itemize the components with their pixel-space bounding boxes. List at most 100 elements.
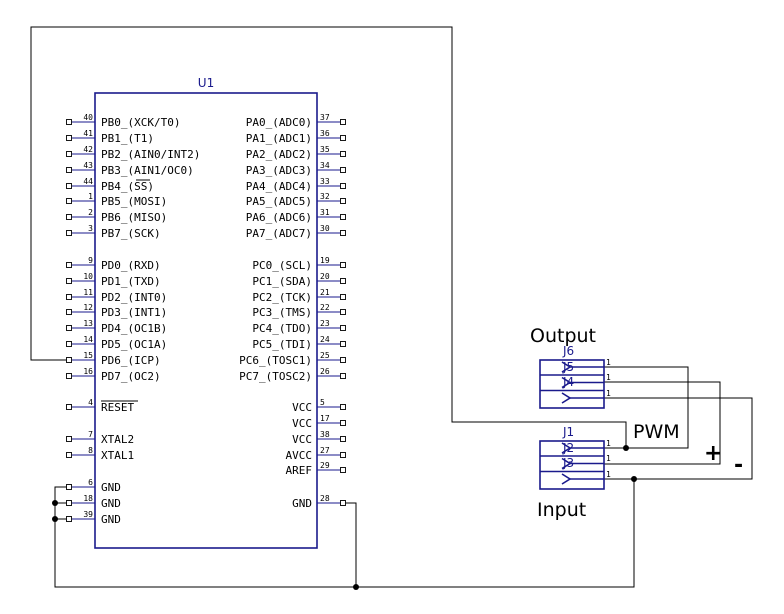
- pin-number: 33: [320, 177, 330, 186]
- junction-dot: [52, 516, 58, 522]
- connector-contact: [540, 389, 604, 404]
- pin-terminal: [66, 167, 72, 173]
- input-connector-body: [539, 440, 605, 490]
- pin-number: 23: [320, 319, 330, 328]
- pin-number: 2: [88, 208, 93, 217]
- pin-terminal: [340, 198, 346, 204]
- pin-name: PB4_(SS): [101, 180, 154, 193]
- pin-terminal: [340, 325, 346, 331]
- pin-number: 27: [320, 446, 330, 455]
- pin-number: 1: [88, 192, 93, 201]
- output-connector-body: [539, 359, 605, 409]
- pin-terminal: [340, 420, 346, 426]
- pin-terminal: [340, 151, 346, 157]
- pin-name: PA0_(ADC0): [246, 116, 312, 129]
- pin-terminal: [340, 183, 346, 189]
- pin-number: 19: [320, 256, 330, 265]
- pin-number: 5: [320, 398, 325, 407]
- pin-terminal: [340, 119, 346, 125]
- pin-terminal: [66, 278, 72, 284]
- pin-number: 31: [320, 208, 330, 217]
- pin-name: PA5_(ADC5): [246, 195, 312, 208]
- connector-contact: [561, 361, 604, 373]
- junction-dot: [631, 476, 637, 482]
- input-pin-num: 1: [606, 439, 611, 448]
- pin-name: GND: [101, 481, 121, 494]
- pin-number: 38: [320, 430, 330, 439]
- pin-terminal: [66, 373, 72, 379]
- pin-name: PD1_(TXD): [101, 275, 161, 288]
- pin-number: 17: [320, 414, 330, 423]
- pin-number: 32: [320, 192, 330, 201]
- wire-output-j6-to-input-j2: [604, 366, 689, 449]
- pin-name: VCC: [292, 433, 312, 446]
- pin-terminal: [66, 151, 72, 157]
- pin-terminal: [340, 167, 346, 173]
- pin-name: PB1_(T1): [101, 132, 154, 145]
- pin-terminal: [66, 516, 72, 522]
- pin-terminal: [66, 341, 72, 347]
- pin-terminal: [340, 294, 346, 300]
- pin-number: 18: [83, 494, 93, 503]
- pin-number: 11: [83, 288, 93, 297]
- pin-name: VCC: [292, 417, 312, 430]
- junction-dot: [52, 500, 58, 506]
- wire-plus-rail: [604, 381, 721, 465]
- minus-label: -: [734, 453, 743, 478]
- contact-chevron: [561, 392, 572, 404]
- pin-number: 37: [320, 113, 330, 122]
- input-pin-num: 1: [606, 470, 611, 479]
- pin-number: 20: [320, 272, 330, 281]
- wire-pd6-to-pwm: [30, 26, 627, 448]
- connector-contact: [540, 374, 604, 389]
- pin-terminal: [340, 309, 346, 315]
- pin-terminal: [66, 183, 72, 189]
- pin-terminal: [340, 500, 346, 506]
- pin-name: PD3_(INT1): [101, 306, 167, 319]
- junction-dot: [353, 584, 359, 590]
- connector-contact: [561, 442, 604, 454]
- output-pin-num: 1: [606, 389, 611, 398]
- pin-number: 14: [83, 335, 93, 344]
- pin-terminal: [340, 135, 346, 141]
- pin-terminal: [340, 436, 346, 442]
- pin-number: 22: [320, 303, 330, 312]
- pin-number: 29: [320, 461, 330, 470]
- pin-number: 36: [320, 129, 330, 138]
- input-ref-j1: J1: [562, 425, 574, 439]
- pin-name: PB5_(MOSI): [101, 195, 167, 208]
- pin-number: 12: [83, 303, 93, 312]
- contact-chevron: [561, 473, 572, 485]
- pin-terminal: [340, 278, 346, 284]
- junction-dot: [623, 445, 629, 451]
- pin-name: PD7_(OC2): [101, 370, 161, 383]
- pin-name: RESET: [101, 401, 134, 414]
- chip-pin-1: 1 PB5_(MOSI): [66, 192, 167, 208]
- pin-number: 25: [320, 351, 330, 360]
- pin-terminal: [66, 484, 72, 490]
- pin-terminal: [340, 341, 346, 347]
- pin-number: 15: [83, 351, 93, 360]
